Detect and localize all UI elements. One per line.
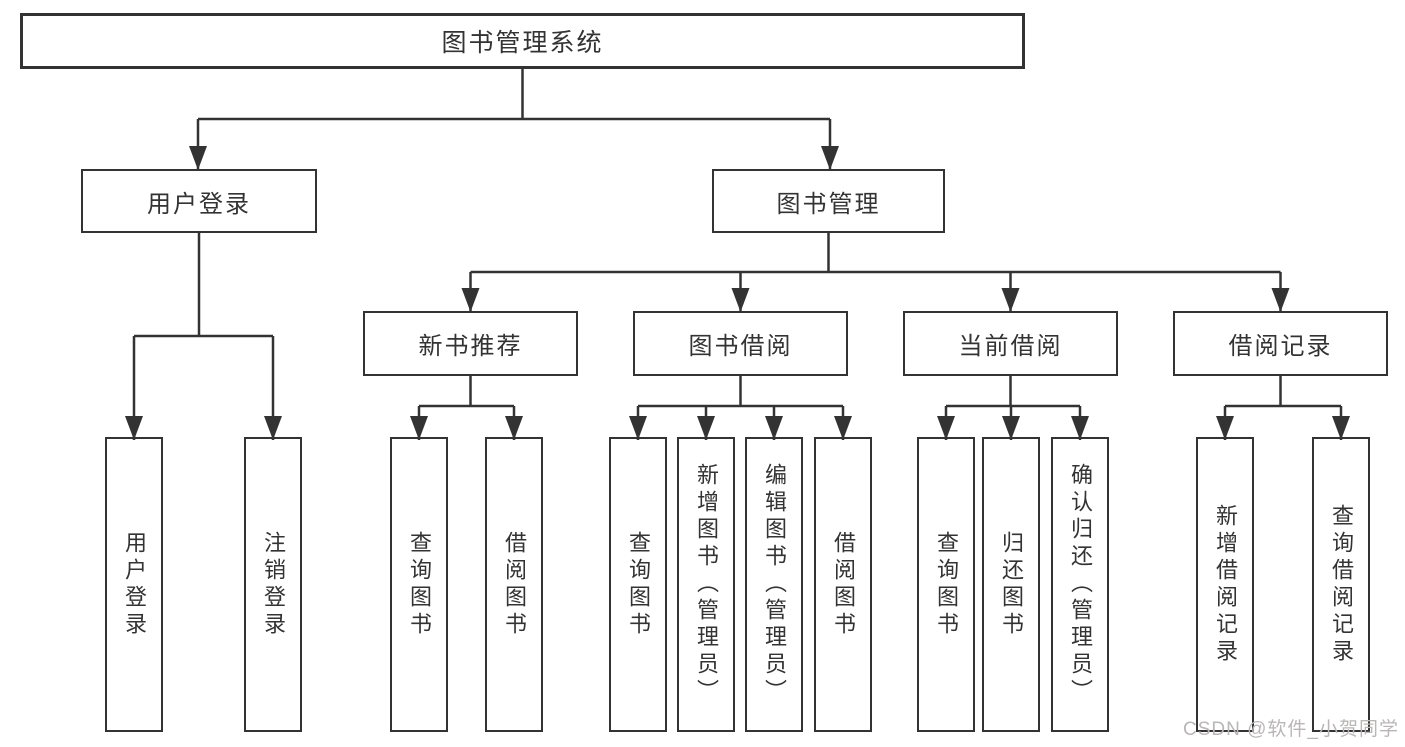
leaf-records-add-record-label: 新增借阅记录 <box>1213 503 1238 666</box>
leaf-borrowing-edit-books-admin-label: 编辑图书（管理员） <box>762 463 787 706</box>
leaf-recommend-query-books-label: 查询图书 <box>407 530 432 639</box>
leaf-borrowing-add-books-admin: 新增图书（管理员） <box>677 437 735 732</box>
leaf-user-login-label: 用户登录 <box>122 530 147 639</box>
node-book-borrowing: 图书借阅 <box>633 311 848 376</box>
leaf-current-confirm-return-admin: 确认归还（管理员） <box>1051 437 1109 732</box>
leaf-recommend-borrow-books-label: 借阅图书 <box>502 530 527 639</box>
leaf-records-add-record: 新增借阅记录 <box>1196 437 1254 732</box>
leaf-borrowing-add-books-admin-label: 新增图书（管理员） <box>694 463 719 706</box>
csdn-watermark: CSDN @软件_小贺同学 <box>1183 719 1399 740</box>
node-book-management: 图书管理 <box>712 169 945 233</box>
node-new-book-recommend: 新书推荐 <box>363 311 578 376</box>
node-new-book-recommend-label: 新书推荐 <box>418 333 523 360</box>
node-user-login: 用户登录 <box>81 169 317 233</box>
node-book-borrowing-label: 图书借阅 <box>688 333 793 360</box>
leaf-borrowing-query-books: 查询图书 <box>609 437 667 732</box>
leaf-recommend-query-books: 查询图书 <box>390 437 448 732</box>
node-user-login-label: 用户登录 <box>147 190 251 218</box>
leaf-current-confirm-return-admin-label: 确认归还（管理员） <box>1068 463 1093 706</box>
leaf-current-return-books: 归还图书 <box>982 437 1040 732</box>
node-borrowing-records-label: 借阅记录 <box>1228 333 1333 360</box>
node-root: 图书管理系统 <box>20 13 1025 69</box>
leaf-logout-label: 注销登录 <box>261 530 286 639</box>
node-current-borrowing-label: 当前借阅 <box>958 333 1063 360</box>
leaf-logout: 注销登录 <box>244 437 302 732</box>
leaf-borrowing-query-books-label: 查询图书 <box>626 530 651 639</box>
node-book-management-label: 图书管理 <box>776 190 881 218</box>
leaf-current-query-books-label: 查询图书 <box>934 530 959 639</box>
node-current-borrowing: 当前借阅 <box>903 311 1118 376</box>
leaf-records-query-record-label: 查询借阅记录 <box>1329 503 1354 666</box>
leaf-records-query-record: 查询借阅记录 <box>1312 437 1370 732</box>
leaf-borrowing-edit-books-admin: 编辑图书（管理员） <box>745 437 803 732</box>
leaf-current-return-books-label: 归还图书 <box>999 530 1024 639</box>
node-root-label: 图书管理系统 <box>441 29 604 57</box>
leaf-current-query-books: 查询图书 <box>917 437 975 732</box>
leaf-borrowing-borrow-books: 借阅图书 <box>814 437 872 732</box>
leaf-recommend-borrow-books: 借阅图书 <box>485 437 543 732</box>
leaf-borrowing-borrow-books-label: 借阅图书 <box>831 530 856 639</box>
node-borrowing-records: 借阅记录 <box>1173 311 1388 376</box>
leaf-user-login: 用户登录 <box>105 437 163 732</box>
